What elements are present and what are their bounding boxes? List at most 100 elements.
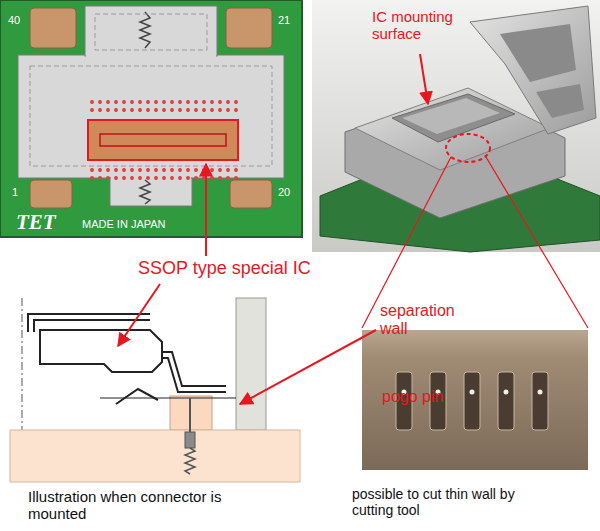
pin-pad	[146, 100, 150, 104]
pin-pad	[162, 108, 166, 112]
pin-pad	[162, 168, 166, 172]
pin-pad	[226, 108, 230, 112]
brand-logo: TET	[16, 210, 56, 234]
slot-cut	[498, 372, 514, 430]
pin-pad	[234, 100, 238, 104]
pin-pad	[106, 168, 110, 172]
pin-pad	[122, 176, 126, 180]
pin-pad	[194, 100, 198, 104]
pointer-arrow	[240, 330, 376, 404]
base-block	[10, 430, 300, 482]
pin-number: 1	[12, 186, 18, 199]
pin-pad	[138, 176, 142, 180]
wall-slot	[464, 372, 480, 430]
pin-pad	[162, 176, 166, 180]
pin-pad	[186, 176, 190, 180]
spring-symbol	[140, 12, 150, 48]
socket-joint	[86, 54, 216, 58]
slot-cut	[532, 372, 548, 430]
pin-pad	[178, 108, 182, 112]
corner-pad	[230, 180, 272, 208]
corner-pad	[30, 8, 76, 48]
pin-pad	[162, 100, 166, 104]
socket-top-tab	[85, 6, 217, 56]
wall-slot	[532, 372, 548, 430]
lid-cutout	[500, 24, 576, 82]
zoom-ground	[362, 330, 588, 470]
pin-pad	[122, 100, 126, 104]
pin-pad	[90, 176, 94, 180]
outline-dashed	[30, 66, 272, 166]
pin-pad	[234, 108, 238, 112]
corner-pad	[226, 8, 272, 48]
figure-caption: possible to cut thin wall by cutting too…	[352, 486, 532, 518]
pin-pad	[186, 168, 190, 172]
pcb-board	[0, 0, 302, 237]
pin-pad	[202, 108, 206, 112]
outline-dashed	[95, 14, 207, 50]
cross-section	[10, 298, 300, 482]
pin-pad	[170, 108, 174, 112]
ic-mounting-surface	[392, 94, 515, 142]
pin-pad	[218, 108, 222, 112]
pin-pad	[234, 176, 238, 180]
pin-pad	[178, 100, 182, 104]
ic-outline	[40, 330, 162, 372]
pin-highlight	[538, 390, 543, 395]
pin-pad	[154, 100, 158, 104]
wall-slot	[498, 372, 514, 430]
zoom-line	[486, 157, 588, 328]
pin-pad	[130, 108, 134, 112]
pin-pad	[146, 176, 150, 180]
pin-pad	[98, 168, 102, 172]
callout-label: separation wall	[380, 302, 480, 339]
pin-pad	[226, 100, 230, 104]
board-line	[100, 398, 236, 399]
pin-pad	[122, 108, 126, 112]
pin-pad	[138, 100, 142, 104]
socket-top	[355, 88, 550, 170]
pin-pad	[130, 176, 134, 180]
separation-wall	[236, 298, 266, 430]
pin-pad	[106, 176, 110, 180]
pogo-pin-body	[185, 432, 195, 448]
pin-pad	[186, 108, 190, 112]
pin-pad	[154, 108, 158, 112]
ic-lead	[162, 358, 226, 392]
pin-pad	[146, 168, 150, 172]
pin-pad	[90, 168, 94, 172]
pin-pad	[154, 176, 158, 180]
pin-pad	[114, 176, 118, 180]
pin-highlight	[504, 390, 509, 395]
pin-pad	[210, 168, 214, 172]
socket-photo	[312, 0, 600, 252]
slot-cut	[464, 372, 480, 430]
ic-body	[88, 120, 238, 160]
pogo-pin-spring	[185, 448, 195, 474]
pin-pad	[218, 176, 222, 180]
ic-inner-outline	[100, 134, 226, 146]
pin-pad	[202, 100, 206, 104]
pin-number: 20	[278, 186, 290, 199]
zoom-circle	[446, 134, 490, 162]
socket-joint	[111, 175, 191, 180]
pin-pad	[90, 108, 94, 112]
pin-pad	[178, 176, 182, 180]
pin-pad	[178, 168, 182, 172]
open-lid	[470, 6, 596, 134]
pin-pad	[98, 108, 102, 112]
pin-pad	[130, 100, 134, 104]
pin-pad	[114, 108, 118, 112]
callout-label: pogo pin	[382, 388, 443, 406]
pin-pad	[170, 168, 174, 172]
pin-pad	[218, 100, 222, 104]
pin-pad	[210, 176, 214, 180]
pin-pad	[194, 176, 198, 180]
pin-pad	[130, 168, 134, 172]
pin-pad	[210, 108, 214, 112]
pin-pad	[90, 100, 94, 104]
photo-ground	[312, 0, 600, 252]
pin-pad	[226, 168, 230, 172]
pin-pad	[114, 100, 118, 104]
